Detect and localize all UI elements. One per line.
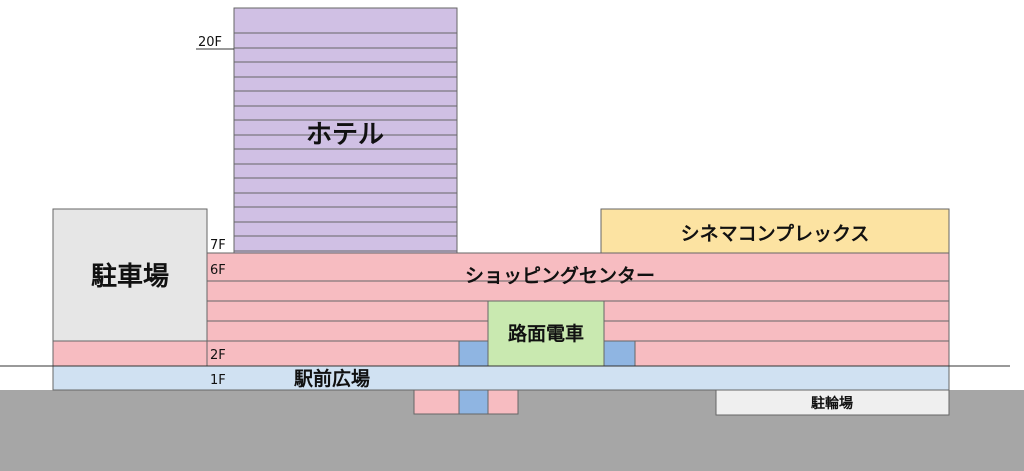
plaza-label: 駅前広場 (293, 367, 370, 390)
parking-box (52, 208, 208, 342)
basement-tram-block (458, 389, 489, 415)
cinema-box (600, 208, 950, 254)
floor-label-2f: 2F (210, 348, 226, 363)
hotel-tower (233, 7, 458, 254)
floor-label-6f: 6F (210, 263, 226, 278)
basement-shop-right (487, 389, 519, 415)
hotel-floor-lines (234, 32, 457, 252)
tram-label: 路面電車 (508, 322, 584, 345)
plaza-floor (52, 365, 950, 391)
hotel-label: ホテル (306, 120, 384, 150)
cinema-label: シネマコンプレックス (681, 222, 870, 245)
shopping-2f-left-extension (52, 340, 208, 367)
floor-label-20f: 20F (198, 35, 222, 50)
bicycle-parking-label: 駐輪場 (811, 395, 853, 412)
parking-label: 駐車場 (91, 262, 169, 292)
bicycle-parking-box (715, 389, 950, 416)
tram-side-block-right (603, 340, 636, 367)
floor-label-1f: 1F (210, 373, 226, 388)
tram-side-block-left (458, 340, 489, 367)
shopping-label: ショッピングセンター (465, 264, 655, 287)
basement-shop-left (413, 389, 460, 415)
floor-label-7f: 7F (210, 238, 226, 253)
